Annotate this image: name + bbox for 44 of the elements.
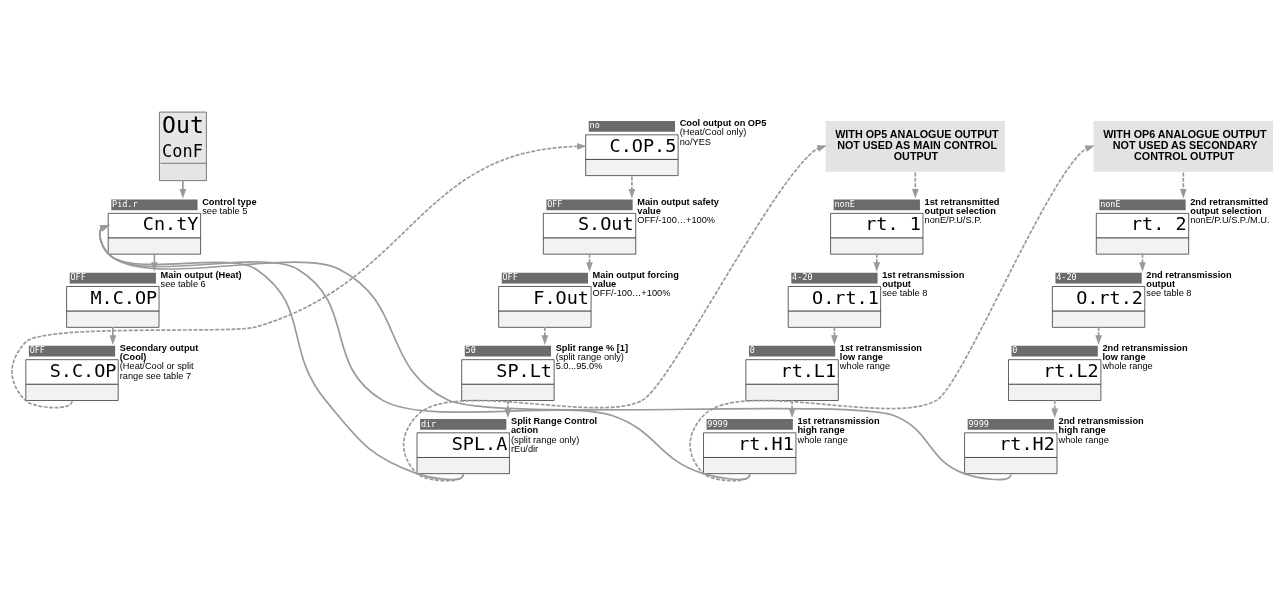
node-label: nonE/P.U/S.P./M.U. bbox=[1190, 215, 1270, 226]
node-label: Split Range Control action bbox=[510, 416, 598, 436]
node-label: (split range only) bbox=[510, 434, 580, 445]
node-label: whole range bbox=[1102, 361, 1153, 372]
node-box: WITH OP6 ANALOGUE OUTPUT NOT USED AS SECONDARY CONTROL OUTPUT bbox=[1093, 120, 1274, 172]
arrow bbox=[1139, 252, 1146, 272]
node-label: Secondary output (Cool) bbox=[119, 342, 199, 363]
node-label: OFF/-100…+100% bbox=[592, 288, 671, 299]
arrow bbox=[1051, 399, 1059, 419]
arrow bbox=[586, 252, 593, 272]
node-label: (split range only) bbox=[555, 352, 624, 363]
arrow bbox=[1095, 326, 1102, 345]
node-label: rEu/dir bbox=[510, 443, 539, 454]
arrow bbox=[689, 145, 1095, 482]
node-label: Cool output on OP5 bbox=[679, 118, 767, 129]
node-label: nonE/P.U/S.P. bbox=[924, 215, 982, 226]
arrow bbox=[98, 224, 1012, 481]
arrow bbox=[873, 252, 881, 272]
node-label: see table 5 bbox=[202, 205, 248, 216]
arrow bbox=[628, 175, 636, 199]
node-label: whole range bbox=[797, 434, 848, 445]
node-label: Control type bbox=[202, 196, 257, 207]
node-label: Main output forcing value bbox=[592, 269, 679, 289]
node-label: whole range bbox=[1058, 434, 1109, 445]
arrow bbox=[179, 179, 187, 199]
arrow bbox=[831, 326, 838, 345]
node-label: 5.0...95.0% bbox=[555, 361, 603, 372]
node-label: no/YES bbox=[679, 136, 711, 147]
node-label: Main output (Heat) bbox=[160, 269, 242, 280]
arrow bbox=[1179, 171, 1187, 199]
arrow bbox=[788, 399, 796, 419]
node-label: whole range bbox=[839, 361, 891, 372]
arrow bbox=[402, 145, 827, 482]
node-box: WITH OP5 ANALOGUE OUTPUT NOT USED AS MAIN CONTROL OUTPUT bbox=[825, 120, 1005, 172]
node-label: see table 8 bbox=[1146, 288, 1192, 299]
node-label: Split range % [1] bbox=[555, 342, 629, 353]
node-label: OFF/-100…+100% bbox=[637, 215, 716, 226]
arrow bbox=[911, 171, 919, 199]
arrow bbox=[98, 224, 751, 481]
arrow bbox=[541, 326, 549, 345]
node-label: see table 8 bbox=[882, 288, 928, 299]
node-label: (Heat/Cool only) bbox=[679, 127, 747, 138]
node-label: (Heat/Cool or split range see table 7 bbox=[119, 361, 194, 381]
node-label: Main output safety value bbox=[637, 196, 719, 216]
